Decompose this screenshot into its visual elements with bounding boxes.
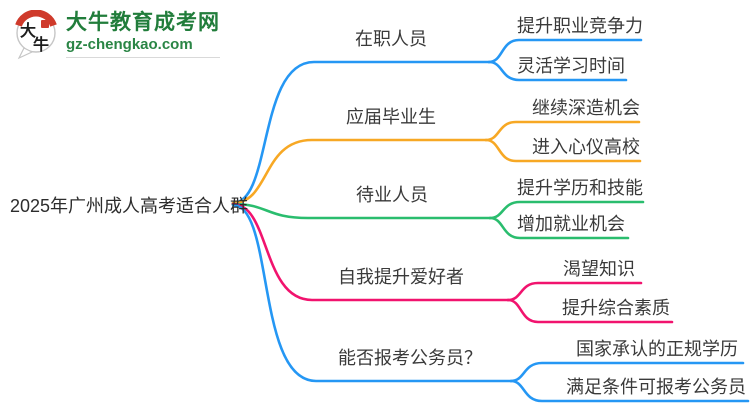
branch-node-3: 待业人员 xyxy=(356,185,428,205)
leaf-node-4-2: 提升综合素质 xyxy=(562,298,670,318)
logo-text: 大牛教育成考网 gz-chengkao.com xyxy=(66,10,220,58)
branch-node-5: 能否报考公务员？ xyxy=(338,348,482,368)
leaf-node-2-1: 继续深造机会 xyxy=(532,98,640,118)
leaf-node-5-1: 国家承认的正规学历 xyxy=(576,339,738,359)
leaf-node-2-2: 进入心仪高校 xyxy=(532,137,640,157)
branch-5-child-2-line xyxy=(509,379,750,403)
logo: 大 牛 大牛教育成考网 gz-chengkao.com xyxy=(13,10,220,60)
logo-char-1: 大 xyxy=(20,21,36,40)
logo-bubble-icon: 大 牛 xyxy=(15,10,57,60)
branch-1-child-2-line xyxy=(487,60,628,82)
branch-3-child-2-line xyxy=(488,216,630,240)
branch-4-line xyxy=(231,202,510,302)
leaf-node-3-2: 增加就业机会 xyxy=(517,214,625,234)
branch-2-child-2-line xyxy=(484,138,642,163)
leaf-node-1-1: 提升职业竞争力 xyxy=(517,16,643,36)
branch-2-line xyxy=(231,138,488,205)
leaf-node-5-2: 满足条件可报考公务员 xyxy=(566,377,746,397)
branch-4-child-2-line xyxy=(506,298,674,324)
logo-title: 大牛教育成考网 xyxy=(66,11,220,34)
logo-char-2: 牛 xyxy=(33,35,49,54)
branch-node-1: 在职人员 xyxy=(355,29,427,49)
branch-5-line xyxy=(231,203,513,383)
leaf-node-3-1: 提升学历和技能 xyxy=(517,178,643,198)
root-node: 2025年广州成人高考适合人群 xyxy=(10,196,249,216)
seal-icon xyxy=(41,20,49,28)
leaf-node-1-2: 灵活学习时间 xyxy=(517,56,625,76)
branch-node-4: 自我提升爱好者 xyxy=(338,267,464,287)
logo-domain: gz-chengkao.com xyxy=(66,36,193,53)
branch-node-2: 应届毕业生 xyxy=(346,107,436,127)
branch-1-line xyxy=(231,60,491,205)
branch-3-line xyxy=(231,202,492,220)
leaf-node-4-1: 渴望知识 xyxy=(563,259,635,279)
